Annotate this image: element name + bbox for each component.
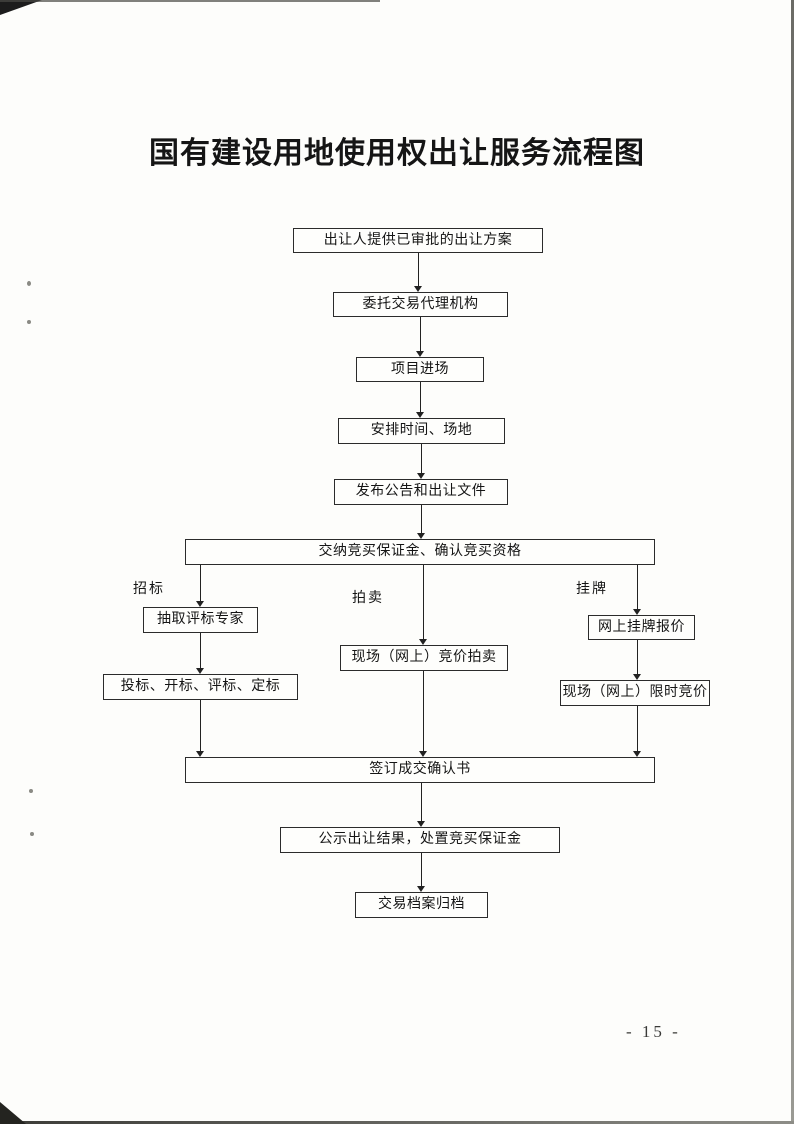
arrow-down: [419, 671, 428, 757]
arrow-down: [633, 565, 642, 615]
arrow-down: [417, 444, 426, 479]
flow-node-onsite-auction: 现场（网上）竞价拍卖: [340, 645, 508, 671]
scan-artifact-edge: [0, 0, 380, 2]
scan-speck: [30, 832, 34, 836]
scan-artifact-corner: [0, 0, 42, 15]
page-number: - 15 -: [626, 1022, 681, 1041]
flow-node-bid-open-evaluate: 投标、开标、评标、定标: [103, 674, 298, 700]
arrow-down: [417, 783, 426, 827]
flow-node-draw-experts: 抽取评标专家: [143, 607, 258, 633]
flow-node-archive-records: 交易档案归档: [355, 892, 488, 918]
flow-node-publicize-results: 公示出让结果，处置竞买保证金: [280, 827, 560, 853]
arrow-down: [196, 565, 205, 607]
flow-node-entrust-agency: 委托交易代理机构: [333, 292, 508, 317]
flow-node-sign-confirmation: 签订成交确认书: [185, 757, 655, 783]
arrow-down: [416, 382, 425, 418]
flow-node-approved-plan: 出让人提供已审批的出让方案: [293, 228, 543, 253]
scan-speck: [29, 789, 33, 793]
arrow-down: [417, 505, 426, 539]
scan-artifact-edge: [0, 1121, 794, 1124]
arrow-down: [416, 317, 425, 357]
arrow-down: [419, 565, 428, 645]
scan-artifact-edge: [791, 0, 794, 1124]
scan-speck: [27, 281, 31, 286]
arrow-down: [417, 853, 426, 892]
branch-label-bidding: 招标: [133, 582, 165, 597]
arrow-down: [196, 700, 205, 757]
flow-node-online-listing-quote: 网上挂牌报价: [588, 615, 695, 640]
branch-label-listing: 挂牌: [576, 582, 608, 597]
arrow-down: [633, 706, 642, 757]
flow-node-project-entry: 项目进场: [356, 357, 484, 382]
page-title: 国有建设用地使用权出让服务流程图: [149, 137, 645, 170]
flow-node-pay-deposit-confirm: 交纳竞买保证金、确认竞买资格: [185, 539, 655, 565]
scan-speck: [27, 320, 31, 324]
flow-node-arrange-time-venue: 安排时间、场地: [338, 418, 505, 444]
arrow-down: [196, 633, 205, 674]
flow-node-publish-announcement: 发布公告和出让文件: [334, 479, 508, 505]
branch-label-auction: 拍卖: [352, 591, 384, 606]
arrow-down: [414, 253, 423, 292]
flow-node-timed-bidding: 现场（网上）限时竞价: [560, 680, 710, 706]
arrow-down: [633, 640, 642, 680]
